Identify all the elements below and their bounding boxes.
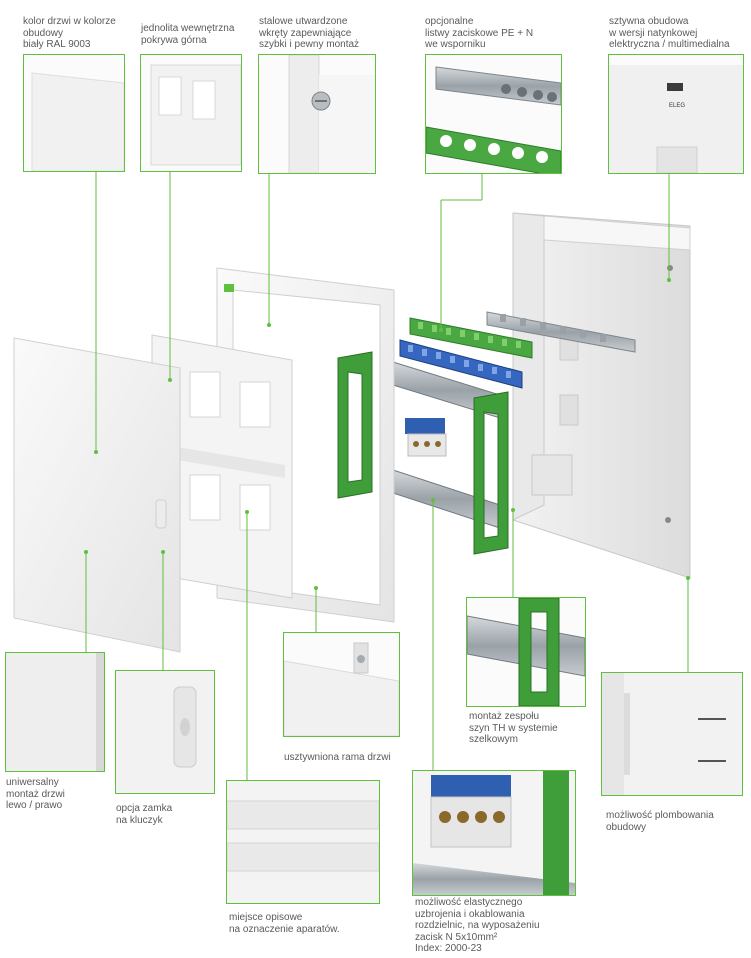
inner-cover [151,334,293,599]
detail-flexible-wiring [412,770,576,896]
detail-steel-screws [258,54,376,174]
product-logo-text: ELEG [669,103,685,109]
caption-door-color: kolor drzwi w kolorze obudowy biały RAL … [23,16,116,50]
caption-label-place: miejsce opisowe na oznaczenie aparatów. [229,912,340,935]
leader-lines [85,170,689,780]
caption-seal-option: możliwość plombowania obudowy [606,810,714,833]
detail-rail-mount [466,597,586,707]
caption-terminal-strips: opcjonalne listwy zaciskowe PE + N we ws… [425,16,534,50]
detail-top-cover [140,54,242,172]
detail-reinforced-frame [283,632,400,737]
caption-key-lock: opcja zamka na kluczyk [116,803,173,826]
caption-rigid-housing: sztywna obudowa w wersji natynkowej elek… [609,16,730,50]
front-door [13,337,181,653]
detail-universal-mount [5,652,105,772]
leader-dots [84,278,690,590]
caption-top-cover: jednolita wewnętrzna pokrywa górna [141,23,235,46]
detail-label-place [226,780,380,904]
blue-terminal-strip [399,339,523,389]
detail-key-lock [115,670,215,794]
caption-flexible-wiring: możliwość elastycznego uzbrojenia i okab… [415,897,540,954]
caption-universal-mount: uniwersalny montaż drzwi lewo / prawo [6,777,65,811]
pe-terminal-bar [486,311,636,353]
green-rail-supports [337,351,509,555]
detail-rigid-housing: ELEG [608,54,744,174]
caption-reinforced-frame: usztywniona rama drzwi [284,752,391,763]
caption-rail-mount: montaż zespołu szyn TH w systemie szelko… [469,711,558,745]
n-terminal-block [405,418,447,457]
detail-seal-option [601,672,743,796]
detail-terminal-strips [425,54,562,174]
housing [512,212,691,579]
caption-steel-screws: stalowe utwardzone wkręty zapewniające s… [259,16,360,50]
detail-door-color [23,54,125,172]
